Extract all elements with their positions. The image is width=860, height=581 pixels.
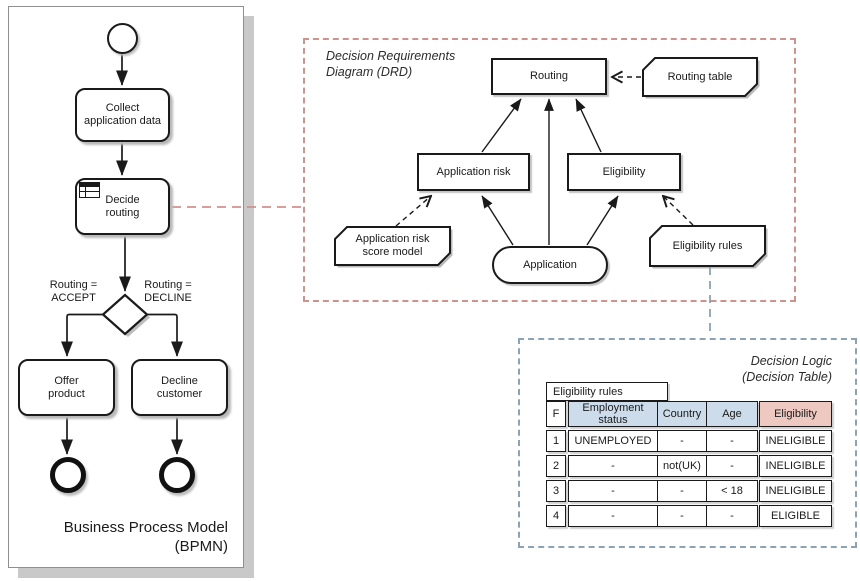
rule-number: 4 [552,510,560,522]
rule-number: 3 [552,485,560,497]
rule-number: 2 [552,460,560,472]
condition-header-row: Employment status Country Age [568,401,758,427]
task-label: Offer product [48,374,85,400]
node-label: Application risk score model [355,233,430,258]
cell-country: - [658,506,707,526]
cell-age: - [730,510,734,522]
start-event-icon [107,23,138,54]
rule-row: - - < 18 [568,480,758,502]
cell-age: - [730,435,734,447]
gateway-label-decline: Routing = DECLINE [144,279,192,304]
rule-number-cell: 1 [546,430,566,452]
drd-bkm-routing-table: Routing table [643,58,757,96]
rule-output-cell: INELIGIBLE [759,430,832,452]
node-label: Application [523,258,577,271]
rule-output-cell: INELIGIBLE [759,480,832,502]
rule-output-cell: ELIGIBLE [759,505,832,527]
column-header-country: Country [658,402,707,426]
drd-decision-routing: Routing [491,58,607,95]
hit-policy-cell: F [546,401,566,427]
node-label: Application risk [436,165,511,178]
cell-country: - [658,431,707,451]
drd-frame [303,38,796,302]
node-label: Routing [530,70,568,82]
drd-title: Decision Requirements Diagram (DRD) [326,49,456,79]
task-label: Decide routing [105,193,140,219]
cell-employment: - [569,456,658,476]
column-header-age: Age [707,402,757,426]
cell-age: < 18 [721,485,743,497]
bpmn-caption: Business Process Model (BPMN) [63,519,228,555]
drd-bkm-eligibility-rules: Eligibility rules [650,226,765,266]
cell-employment: - [569,481,658,501]
rule-number-cell: 2 [546,455,566,477]
task-label: Collect application data [83,102,162,127]
task-collect-application-data: Collect application data [75,88,170,142]
decision-logic-title: Decision Logic (Decision Table) [742,354,832,384]
cell-output: ELIGIBLE [771,510,820,522]
task-offer-product: Offer product [18,359,115,416]
cell-age: - [730,460,734,472]
cell-country: - [658,481,707,501]
business-rule-task-icon [79,182,100,198]
rule-row: - not(UK) - [568,455,758,477]
cell-employment: - [569,506,658,526]
output-header-cell: Eligibility [759,401,832,427]
cell-output: INELIGIBLE [765,460,826,472]
gateway-label-accept: Routing = ACCEPT [49,279,98,304]
cell-output: INELIGIBLE [765,485,826,497]
rule-number-cell: 4 [546,505,566,527]
rule-number-cell: 3 [546,480,566,502]
column-header-eligibility: Eligibility [760,402,831,426]
decision-table-name: Eligibility rules [553,385,623,398]
end-event-icon [50,457,86,493]
end-event-icon [159,457,195,493]
node-label: Routing table [667,70,733,83]
decision-logic-frame [518,338,857,548]
task-decline-customer: Decline customer [131,359,228,416]
node-label: Eligibility [602,165,646,178]
column-header-employment-status: Employment status [569,402,658,426]
rule-row: - - - [568,505,758,527]
rule-row: UNEMPLOYED - - [568,430,758,452]
decision-table-name-tab: Eligibility rules [546,382,668,401]
drd-input-data-application: Application [492,246,608,284]
cell-output: INELIGIBLE [765,435,826,447]
drd-decision-eligibility: Eligibility [567,153,681,191]
rule-number: 1 [552,435,560,447]
hit-policy-label: F [552,408,560,420]
rule-output-cell: INELIGIBLE [759,455,832,477]
task-label: Decline customer [156,374,203,400]
drd-decision-application-risk: Application risk [417,153,530,191]
cell-country: not(UK) [658,456,707,476]
drd-bkm-application-risk-score-model: Application risk score model [335,227,450,265]
cell-employment: UNEMPLOYED [569,431,658,451]
node-label: Eligibility rules [672,239,743,252]
